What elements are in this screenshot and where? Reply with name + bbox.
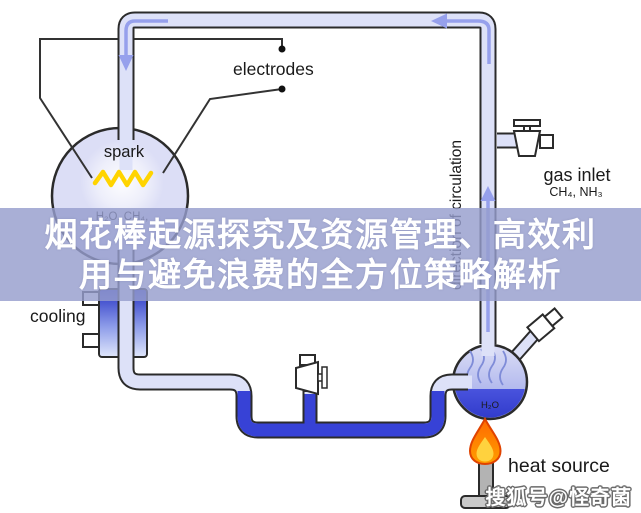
valve-handle-icon <box>513 119 541 127</box>
label-heat-source: heat source <box>508 455 610 477</box>
gas-inlet-valve <box>497 119 554 157</box>
label-spark: spark <box>104 143 145 161</box>
valve-handle-icon <box>321 366 328 389</box>
electrode-wires <box>39 38 283 179</box>
burner-base <box>460 495 511 509</box>
label-electrodes: electrodes <box>233 59 314 79</box>
drain-valve <box>295 354 328 396</box>
spark-icon <box>92 169 154 188</box>
trap-liquid <box>237 391 445 437</box>
arrow-top <box>446 19 491 64</box>
stopper-icon <box>525 306 564 343</box>
bunsen-burner <box>460 416 511 509</box>
spark-glow <box>80 140 164 224</box>
electrode-wire-left <box>39 38 283 179</box>
electrode-terminal-bottom <box>278 85 286 93</box>
label-gas-inlet: gas inlet <box>543 165 610 185</box>
electrode-wire-right <box>162 88 283 174</box>
label-cooling: cooling <box>30 306 85 326</box>
electrode-terminal-top <box>278 45 286 53</box>
arrow-down-left <box>124 19 168 56</box>
label-gas-inlet-gases: CH₄, NH₃ <box>549 185 602 199</box>
label-flask-water: H₂O <box>481 400 499 411</box>
watermark: 搜狐号@怪奇菌 <box>485 487 632 509</box>
overlay-title-line1: 烟花棒起源探究及资源管理、高效利 <box>44 215 597 253</box>
overlay-title-line2: 用与避免浪费的全方位策略解析 <box>79 255 562 293</box>
title-overlay-band: 烟花棒起源探究及资源管理、高效利 用与避免浪费的全方位策略解析 <box>0 208 641 301</box>
flame-icon <box>468 416 502 466</box>
